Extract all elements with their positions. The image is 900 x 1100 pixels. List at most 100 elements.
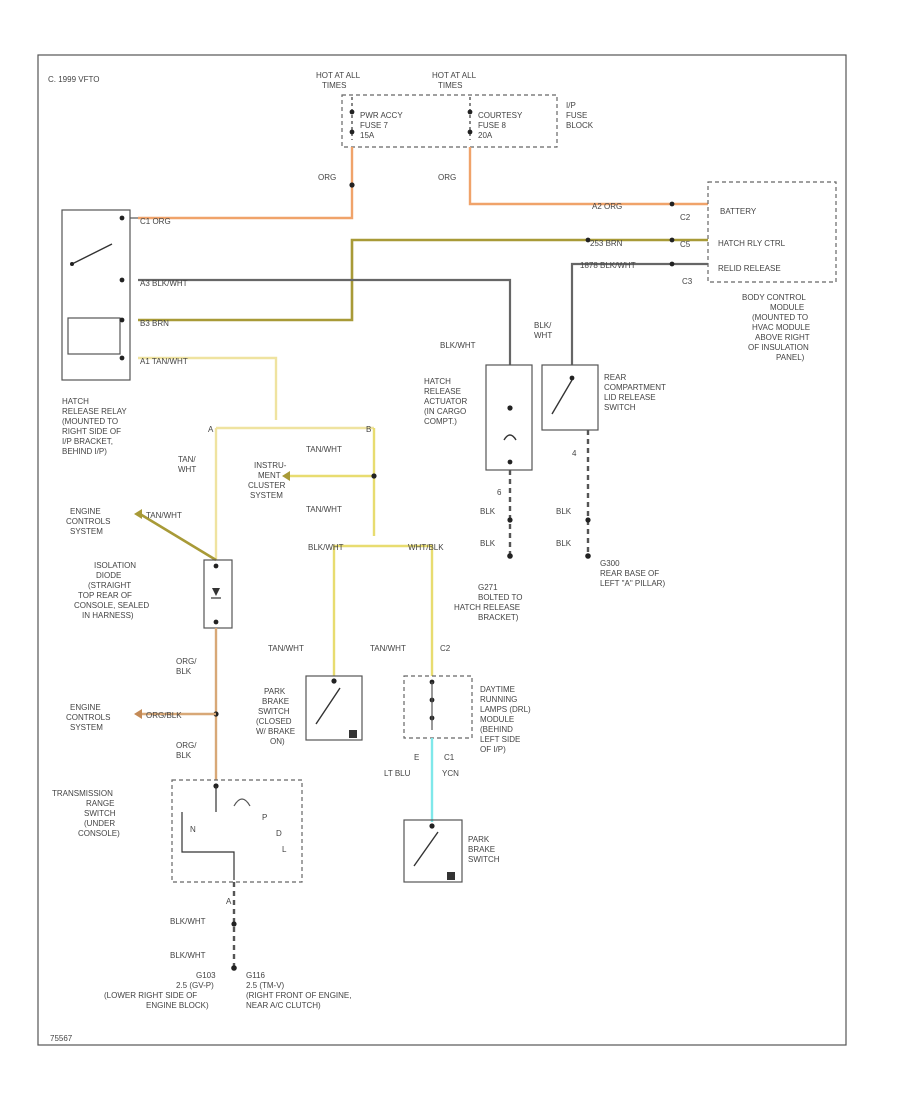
engine-controls-system-2: ENGINE CONTROLS SYSTEM: [66, 703, 110, 732]
svg-text:BODY CONTROL: BODY CONTROL: [742, 293, 806, 302]
svg-text:LEFT SIDE: LEFT SIDE: [480, 735, 520, 744]
svg-text:MODULE: MODULE: [770, 303, 804, 312]
svg-text:LID RELEASE: LID RELEASE: [604, 393, 656, 402]
svg-text:HOT AT ALL: HOT AT ALL: [316, 71, 361, 80]
svg-text:I/P BRACKET,: I/P BRACKET,: [62, 437, 113, 446]
svg-text:SYSTEM: SYSTEM: [70, 723, 103, 732]
svg-text:(LOWER RIGHT SIDE OF: (LOWER RIGHT SIDE OF: [104, 991, 197, 1000]
svg-text:4: 4: [572, 449, 577, 458]
svg-text:G300: G300: [600, 559, 620, 568]
fuse-block-name: I/P: [566, 101, 576, 110]
svg-text:C5: C5: [680, 240, 691, 249]
svg-text:BLOCK: BLOCK: [566, 121, 594, 130]
svg-text:FUSE: FUSE: [566, 111, 587, 120]
svg-text:15A: 15A: [360, 131, 375, 140]
svg-text:A: A: [226, 897, 232, 906]
svg-text:MENT: MENT: [258, 471, 281, 480]
svg-text:ISOLATION: ISOLATION: [94, 561, 136, 570]
svg-text:2.5 (GV-P): 2.5 (GV-P): [176, 981, 214, 990]
svg-text:(MOUNTED TO: (MOUNTED TO: [62, 417, 118, 426]
svg-text:2.5 (TM-V): 2.5 (TM-V): [246, 981, 285, 990]
ground-g103: G103 2.5 (GV-P) (LOWER RIGHT SIDE OF ENG…: [104, 971, 216, 1010]
svg-text:TAN/WHT: TAN/WHT: [306, 445, 342, 454]
svg-text:HATCH: HATCH: [62, 397, 89, 406]
svg-text:(BEHIND: (BEHIND: [480, 725, 513, 734]
svg-text:WHT: WHT: [178, 465, 196, 474]
svg-text:ORG/: ORG/: [176, 657, 197, 666]
svg-text:C1 ORG: C1 ORG: [140, 217, 171, 226]
svg-text:B3 BRN: B3 BRN: [140, 319, 169, 328]
wire-split-parkbrake-drl: [332, 544, 434, 676]
svg-text:TAN/WHT: TAN/WHT: [146, 511, 182, 520]
svg-text:TAN/: TAN/: [178, 455, 196, 464]
svg-text:(RIGHT FRONT OF ENGINE,: (RIGHT FRONT OF ENGINE,: [246, 991, 351, 1000]
svg-text:RANGE: RANGE: [86, 799, 114, 808]
svg-text:ON): ON): [270, 737, 285, 746]
svg-text:CONTROLS: CONTROLS: [66, 517, 110, 526]
wire-org-c1: [138, 147, 354, 220]
svg-text:1878 BLK/WHT: 1878 BLK/WHT: [580, 261, 636, 270]
svg-text:HVAC MODULE: HVAC MODULE: [752, 323, 810, 332]
drl-module: DAYTIME RUNNING LAMPS (DRL) MODULE (BEHI…: [403, 675, 531, 754]
svg-text:WHT/BLK: WHT/BLK: [408, 543, 444, 552]
svg-text:DAYTIME: DAYTIME: [480, 685, 515, 694]
svg-text:BRACKET): BRACKET): [478, 613, 519, 622]
wire-blk-wht-actuator: [138, 278, 512, 365]
svg-text:MODULE: MODULE: [480, 715, 514, 724]
svg-text:REAR BASE OF: REAR BASE OF: [600, 569, 659, 578]
svg-text:L: L: [282, 845, 287, 854]
svg-text:G116: G116: [246, 971, 266, 980]
svg-text:SWITCH: SWITCH: [84, 809, 116, 818]
wire-a1-tan-wht: [138, 356, 278, 420]
svg-text:ENGINE BLOCK): ENGINE BLOCK): [146, 1001, 209, 1010]
wire-1878-blk-wht: [570, 262, 708, 365]
fuse-8-label: COURTESY: [478, 111, 523, 120]
svg-text:D: D: [276, 829, 282, 838]
svg-text:C1: C1: [444, 753, 455, 762]
wire-tan-wht-engine: [139, 512, 217, 562]
svg-text:BLK: BLK: [480, 507, 496, 516]
svg-text:BLK: BLK: [176, 751, 192, 760]
fuse-block-outline: [341, 94, 558, 148]
svg-text:BLK: BLK: [556, 539, 572, 548]
svg-text:HATCH: HATCH: [424, 377, 451, 386]
svg-text:(MOUNTED TO: (MOUNTED TO: [752, 313, 808, 322]
svg-text:RIGHT SIDE OF: RIGHT SIDE OF: [62, 427, 121, 436]
svg-text:FUSE 8: FUSE 8: [478, 121, 507, 130]
svg-text:LAMPS (DRL): LAMPS (DRL): [480, 705, 531, 714]
ground-g271: G271 BOLTED TO HATCH RELEASE BRACKET): [454, 583, 522, 622]
svg-text:RUNNING: RUNNING: [480, 695, 517, 704]
svg-text:TIMES: TIMES: [438, 81, 462, 90]
svg-text:FUSE 7: FUSE 7: [360, 121, 389, 130]
svg-text:SWITCH: SWITCH: [468, 855, 500, 864]
svg-text:ENGINE: ENGINE: [70, 507, 101, 516]
ground-g300: G300 REAR BASE OF LEFT "A" PILLAR): [600, 559, 665, 588]
svg-text:(STRAIGHT: (STRAIGHT: [88, 581, 131, 590]
svg-text:BLK: BLK: [556, 507, 572, 516]
svg-text:SWITCH: SWITCH: [258, 707, 290, 716]
svg-text:CONTROLS: CONTROLS: [66, 713, 110, 722]
footer-label: 75567: [50, 1034, 73, 1043]
svg-text:SWITCH: SWITCH: [604, 403, 636, 412]
svg-text:G271: G271: [478, 583, 498, 592]
svg-text:(UNDER: (UNDER: [84, 819, 115, 828]
svg-text:BLK/WHT: BLK/WHT: [440, 341, 476, 350]
svg-text:A3 BLK/WHT: A3 BLK/WHT: [140, 279, 188, 288]
svg-text:BRAKE: BRAKE: [468, 845, 495, 854]
svg-text:BLK/WHT: BLK/WHT: [170, 951, 206, 960]
svg-text:BLK/WHT: BLK/WHT: [170, 917, 206, 926]
svg-text:E: E: [414, 753, 419, 762]
diagram-frame: [37, 54, 847, 1046]
svg-text:HATCH RELEASE: HATCH RELEASE: [454, 603, 520, 612]
fuse-7-label: PWR ACCY: [360, 111, 403, 120]
svg-text:BLK/: BLK/: [534, 321, 552, 330]
svg-text:TIMES: TIMES: [322, 81, 346, 90]
svg-text:BLK: BLK: [176, 667, 192, 676]
svg-text:DIODE: DIODE: [96, 571, 121, 580]
hatch-release-relay: HATCH RELEASE RELAY (MOUNTED TO RIGHT SI…: [61, 209, 138, 456]
svg-text:TAN/WHT: TAN/WHT: [370, 644, 406, 653]
svg-text:P: P: [262, 813, 267, 822]
svg-text:HATCH RLY CTRL: HATCH RLY CTRL: [718, 239, 786, 248]
svg-text:C3: C3: [682, 277, 693, 286]
svg-text:C2: C2: [680, 213, 691, 222]
